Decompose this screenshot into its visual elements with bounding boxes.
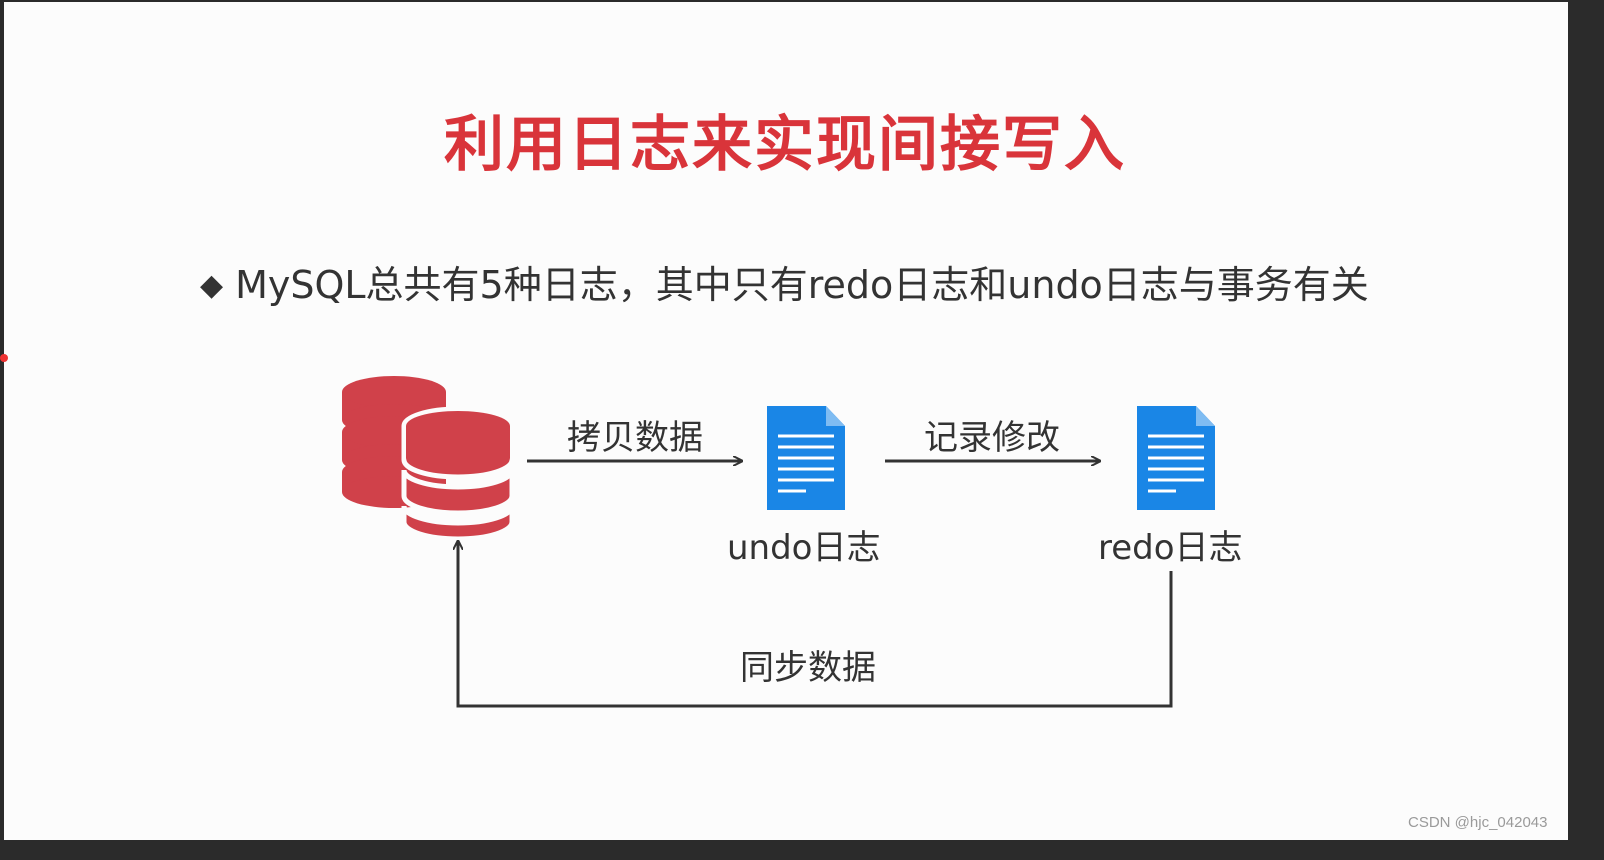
undo-log-label: undo日志 xyxy=(727,528,881,568)
sync-data-label: 同步数据 xyxy=(740,648,876,688)
bullet-point: ◆ MySQL总共有5种日志，其中只有redo日志和undo日志与事务有关 xyxy=(200,254,1369,309)
database-icon xyxy=(342,376,515,542)
bullet-text: MySQL总共有5种日志，其中只有redo日志和undo日志与事务有关 xyxy=(235,263,1369,307)
redo-log-label: redo日志 xyxy=(1098,528,1243,568)
sync-data-arrow xyxy=(458,541,1173,708)
watermark: CSDN @hjc_042043 xyxy=(1408,814,1548,831)
diamond-bullet-icon: ◆ xyxy=(200,268,224,303)
redo-document-icon xyxy=(1137,406,1215,510)
record-change-label: 记录修改 xyxy=(924,418,1060,458)
slide-title: 利用日志来实现间接写入 xyxy=(444,110,1126,180)
copy-data-label: 拷贝数据 xyxy=(567,418,703,458)
undo-document-icon xyxy=(767,406,845,510)
cursor-dot xyxy=(0,354,8,362)
window-edge xyxy=(1568,0,1604,860)
